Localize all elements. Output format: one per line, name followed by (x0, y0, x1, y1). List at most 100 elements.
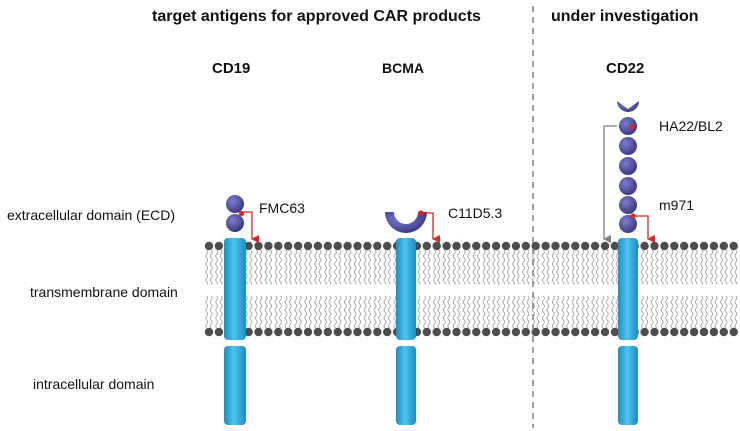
lipid-tail (209, 295, 213, 329)
lipid-head (254, 327, 263, 337)
lipid-tail (383, 295, 387, 329)
lipid-tail (324, 249, 327, 285)
lipid-tail (704, 295, 708, 329)
lipid-tail (279, 295, 282, 329)
lipid-tail (611, 295, 615, 329)
cd22-ecd-domain (619, 157, 637, 175)
investigation-section-header: under investigation (551, 8, 699, 25)
lipid-tail (477, 295, 480, 329)
lipid-head (482, 241, 491, 251)
lipid-tail (655, 295, 659, 329)
lipid-head (719, 327, 728, 337)
lipid-tail (348, 249, 352, 285)
m971-arrow (633, 215, 655, 243)
lipid-head (511, 327, 521, 337)
lipid-head (442, 241, 451, 251)
lipid-head (264, 327, 273, 337)
lipid-tail (650, 295, 654, 329)
lipid-tail (269, 249, 272, 285)
lipid-head (581, 327, 590, 337)
lipid-tail (694, 249, 698, 285)
lipid-tail (205, 249, 209, 285)
lipid-head (462, 241, 471, 251)
lipid-head (511, 241, 521, 251)
lipid-head (313, 327, 323, 337)
lipid-tail (724, 249, 728, 285)
lipid-tail (328, 295, 332, 329)
cd19-transmembrane-bar (224, 238, 246, 340)
lipid-tail (353, 295, 357, 329)
lipid-tail (685, 249, 688, 285)
lipid-tail (423, 295, 426, 329)
lipid-tail (383, 249, 387, 285)
lipid-tail (506, 295, 510, 329)
lipid-tail (457, 249, 461, 285)
lipid-bilayer (204, 241, 738, 337)
lipid-tail (700, 295, 704, 329)
lipid-tail (605, 249, 609, 285)
lipid-tail (304, 295, 308, 329)
bcma-label: BCMA (382, 60, 424, 76)
lipid-tail (417, 295, 421, 329)
lipid-tail (566, 249, 569, 285)
lipid-head (600, 327, 610, 337)
lipid-tail (259, 249, 263, 285)
lipid-tail (532, 295, 535, 329)
lipid-head (264, 241, 273, 251)
lipid-head (204, 327, 214, 337)
lipid-tail (487, 295, 490, 329)
lipid-head (274, 327, 283, 337)
lipid-head (214, 241, 224, 251)
lipid-tail (477, 249, 480, 285)
lipid-tail (586, 295, 589, 329)
lipid-tail (526, 295, 530, 329)
lipid-tail (298, 249, 302, 285)
lipid-tail (586, 249, 589, 285)
lipid-tail (551, 249, 555, 285)
cd19-receptor (224, 195, 259, 425)
lipid-tail (433, 295, 436, 329)
lipid-tail (447, 295, 451, 329)
lipid-tail (344, 295, 347, 329)
lipid-tail (338, 295, 342, 329)
lipid-tail (710, 249, 714, 285)
lipid-head (561, 241, 570, 251)
lipid-tail (720, 295, 723, 329)
lipid-tail (641, 295, 644, 329)
lipid-tail (526, 249, 530, 285)
lipid-tail (581, 249, 585, 285)
cd22-ecd-domain (619, 215, 637, 233)
lipid-tail (318, 295, 322, 329)
lipid-tail (710, 295, 714, 329)
lipid-tail (487, 249, 490, 285)
lipid-tail (443, 295, 446, 329)
lipid-tail (734, 249, 738, 285)
lipid-tail (492, 249, 496, 285)
lipid-tail (601, 249, 605, 285)
lipid-tail (254, 249, 258, 285)
lipid-head (689, 241, 699, 251)
lipid-tail (576, 249, 579, 285)
lipid-tail (334, 295, 337, 329)
m971-label: m971 (659, 197, 695, 213)
lipid-tail (467, 249, 470, 285)
lipid-tail (690, 249, 694, 285)
lipid-tail (353, 249, 357, 285)
lipid-head (581, 241, 590, 251)
cd19-intracellular-bar (224, 346, 246, 425)
lipid-head (472, 241, 481, 251)
lipid-tail (546, 249, 550, 285)
lipid-head (521, 327, 530, 337)
lipid-head (650, 241, 659, 251)
lipid-tail (615, 249, 619, 285)
lipid-tail (452, 295, 456, 329)
lipid-tail (512, 295, 516, 329)
lipid-tail (561, 249, 565, 285)
lipid-tail (482, 295, 486, 329)
lipid-tail (447, 249, 451, 285)
lipid-tail (338, 249, 342, 285)
lipid-tail (670, 249, 674, 285)
lipid-head (313, 241, 323, 251)
lipid-head (709, 241, 719, 251)
lipid-tail (556, 295, 560, 329)
